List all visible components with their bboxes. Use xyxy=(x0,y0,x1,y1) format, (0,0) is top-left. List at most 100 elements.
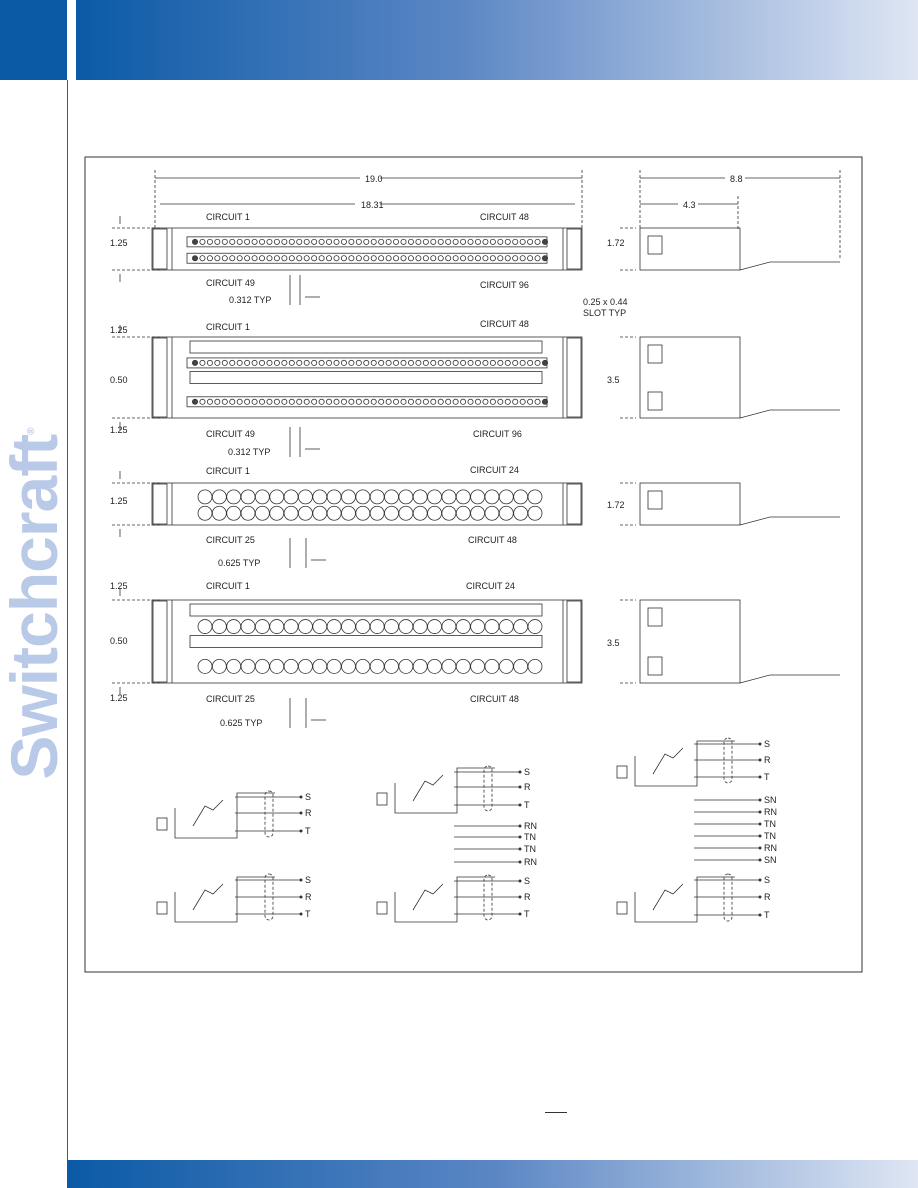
jack-circle xyxy=(288,238,295,245)
side-view-cable-bar xyxy=(739,409,840,419)
drawing-frame xyxy=(84,156,863,973)
designation-strip xyxy=(189,371,543,384)
jack-circle xyxy=(340,398,347,405)
jack-circle xyxy=(534,359,541,366)
rack-ear-left xyxy=(152,600,168,683)
jack-circle xyxy=(355,659,371,674)
jack-circle xyxy=(229,398,236,405)
jack-circle xyxy=(197,489,213,505)
jack-circle xyxy=(437,238,444,245)
jack-circle xyxy=(296,238,303,245)
jack-circle xyxy=(369,659,385,674)
jack-circle xyxy=(251,359,258,366)
jack-circle xyxy=(400,398,407,405)
jack-circle xyxy=(341,659,356,674)
jack-circle xyxy=(474,255,481,262)
jack-circle xyxy=(226,659,242,674)
cable-shield xyxy=(723,873,733,922)
cable-shield xyxy=(264,790,274,838)
jack-circle xyxy=(311,359,318,366)
side-view-body xyxy=(639,227,741,271)
p2-gap: 0.50 xyxy=(110,375,128,385)
footer-bar xyxy=(67,1160,918,1188)
jack-circle xyxy=(460,359,467,366)
jack-circle xyxy=(318,238,325,245)
jack-circle xyxy=(445,255,452,262)
jack-circle xyxy=(283,659,299,674)
margin-rule xyxy=(67,80,68,1160)
jack-circle xyxy=(415,359,422,366)
terminal-dot xyxy=(758,858,762,862)
jack-circle xyxy=(229,255,236,262)
jack-circle xyxy=(455,619,471,634)
jack-circle xyxy=(504,255,511,262)
jack-circle xyxy=(214,398,221,405)
jack-circle xyxy=(240,659,256,674)
jack-circle xyxy=(527,359,534,366)
p2-side-height: 3.5 xyxy=(607,375,620,385)
jack-circle xyxy=(206,398,213,405)
dim-mount-width: 18.31 xyxy=(361,200,384,210)
jack-circle xyxy=(452,255,459,262)
jack-circle xyxy=(497,255,504,262)
jack-circle xyxy=(244,255,251,262)
jack-circle xyxy=(226,505,242,521)
jack-circle xyxy=(422,359,429,366)
terminal-dot xyxy=(518,860,522,864)
terminal-dot xyxy=(758,895,762,899)
p4-side-height: 3.5 xyxy=(607,638,620,648)
jack-circle xyxy=(326,619,342,634)
rack-ear-right xyxy=(566,600,582,683)
terminal-dot xyxy=(758,810,762,814)
rack-ear-right xyxy=(566,483,582,525)
jack-circle xyxy=(467,359,474,366)
jack-circle xyxy=(340,238,347,245)
jack-strip xyxy=(186,252,548,264)
jack-circle xyxy=(504,398,511,405)
side-view-connector xyxy=(647,391,663,411)
jack-circle xyxy=(497,398,504,405)
jack-circle xyxy=(519,255,526,262)
p2-circuit-br: CIRCUIT 96 xyxy=(473,429,522,439)
jack-circle xyxy=(281,255,288,262)
jack-circle xyxy=(326,398,333,405)
jack-circle xyxy=(441,659,457,674)
jack-circle xyxy=(512,238,519,245)
jack-circle xyxy=(415,398,422,405)
jack-circle xyxy=(288,398,295,405)
jack-circle xyxy=(470,619,486,634)
p4-gap: 0.50 xyxy=(110,636,128,646)
jack-circle xyxy=(363,398,370,405)
jack-plug xyxy=(616,901,628,915)
side-view-connector xyxy=(647,656,663,676)
jack-switch xyxy=(652,747,684,775)
jack-frame xyxy=(174,792,275,839)
rack-ear-right xyxy=(566,337,582,418)
jack-circle xyxy=(303,359,310,366)
terminal-dot xyxy=(518,879,522,883)
terminal-dot xyxy=(758,758,762,762)
jack-circle xyxy=(519,398,526,405)
p3-side-height: 1.72 xyxy=(607,500,625,510)
jack-circle xyxy=(340,255,347,262)
schematic-label-r: R xyxy=(764,755,771,765)
jack-circle xyxy=(341,619,356,634)
jack-circle xyxy=(355,619,371,634)
jack-circle xyxy=(542,398,549,405)
dim-overall-width: 19.0 xyxy=(365,174,383,184)
designation-strip xyxy=(189,635,543,648)
jack-circle xyxy=(348,359,355,366)
jack-circle xyxy=(385,398,392,405)
p2-spacing: 0.312 TYP xyxy=(228,447,270,457)
jack-circle xyxy=(498,505,514,521)
jack-frame xyxy=(174,876,275,923)
terminal-dot xyxy=(518,770,522,774)
jack-circle xyxy=(437,359,444,366)
jack-circle xyxy=(393,359,400,366)
p2-circuit-tl: CIRCUIT 1 xyxy=(206,322,250,332)
terminal-dot xyxy=(758,878,762,882)
jack-circle xyxy=(415,255,422,262)
jack-circle xyxy=(497,238,504,245)
jack-circle xyxy=(296,255,303,262)
jack-circle xyxy=(534,238,541,245)
